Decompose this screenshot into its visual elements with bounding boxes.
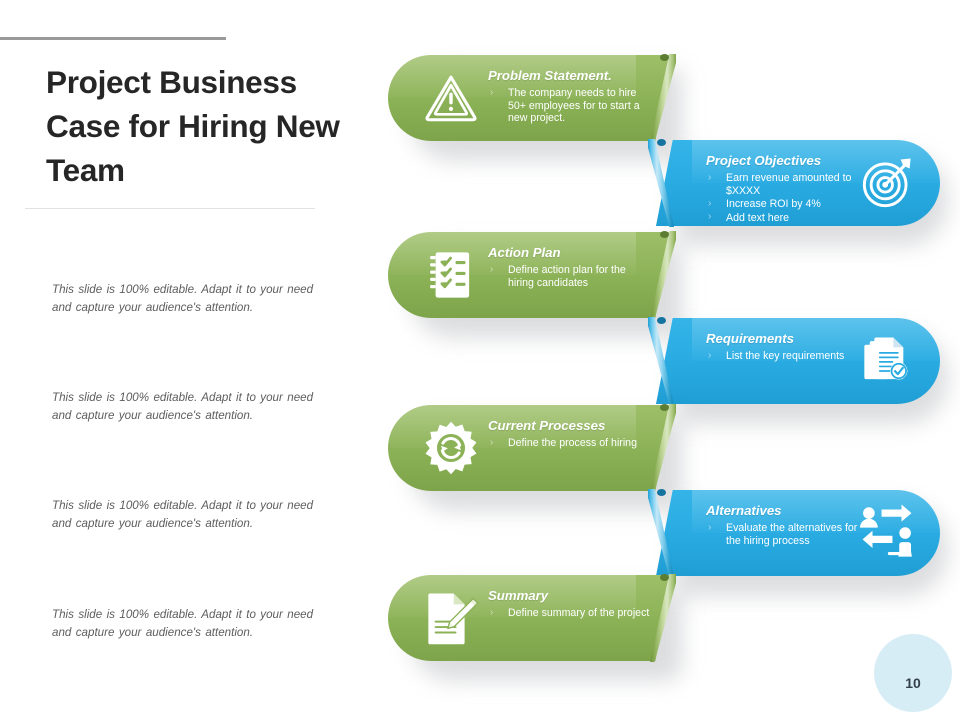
banner-fold-opening [660,231,669,238]
chevron-right-icon: › [708,521,712,533]
chevron-right-icon: › [490,86,494,98]
banner-bullet-list: › Earn revenue amounted to $XXXX › Increase… [706,172,868,224]
banner-project-objectives[interactable]: Project Objectives › Earn revenue amounted… [12,139,948,246]
chevron-right-icon: › [708,211,712,223]
banner-plate [388,232,636,318]
chevron-right-icon: › [708,349,712,361]
chevron-right-icon: › [490,263,494,275]
banner-bullet-text: Earn revenue amounted to $XXXX [726,172,852,197]
banner-bullet-item: › List the key requirements [706,350,868,363]
editable-note-1: This slide is 100% editable. Adapt it to… [52,283,314,314]
banner-bullet-text: Define action plan for the hiring candid… [508,264,626,289]
banner-heading: Project Objectives [706,153,822,168]
banner-bullet-item: › Define action plan for the hiring candi… [488,264,650,289]
checklist-clipboard-icon [422,246,480,304]
banner-bullet-item: › Define summary of the project [488,607,650,620]
banner-bullet-text: Evaluate the alternatives for the hiring… [726,522,858,547]
banner-bullet-text: Define summary of the project [508,607,650,619]
banner-fold-opening [657,489,666,496]
banner-bullet-list: › Define action plan for the hiring candi… [488,264,650,289]
banner-fold-opening [660,54,669,61]
title-divider-rule [25,208,315,209]
chevron-right-icon: › [708,197,712,209]
banner-bullet-list: › List the key requirements [706,350,868,363]
banner-fold-opening [660,404,669,411]
banner-fold-opening [657,139,666,146]
banner-bullet-item: › The company needs to hire 50+ employees… [488,87,650,125]
documents-check-icon [858,332,916,390]
top-divider-rule [0,37,226,40]
banner-heading: Summary [488,588,549,603]
banner-bullet-text: List the key requirements [726,350,845,362]
editable-note-3: This slide is 100% editable. Adapt it to… [52,499,314,530]
editable-note-4: This slide is 100% editable. Adapt it to… [52,608,314,639]
banner-text-block: Requirements › List the key requirements [706,331,868,364]
banner-heading: Problem Statement. [488,68,612,83]
banner-bullet-list: › Define the process of hiring [488,437,650,450]
page-title: Project Business Case for Hiring New Tea… [46,64,340,188]
chevron-right-icon: › [490,606,494,618]
banner-text-block: Action Plan › Define action plan for the h… [488,245,650,290]
banner-bullet-item: › Increase ROI by 4% [706,198,868,211]
banner-heading: Requirements [706,331,794,346]
banner-plate [388,405,636,491]
left-text-panel: Project Business Case for Hiring New Tea… [0,0,370,720]
banner-text-block: Problem Statement. › The company needs to … [488,68,650,126]
banner-text-block: Current Processes › Define the process of … [488,418,650,451]
banner-text-block: Alternatives › Evaluate the alternatives f… [706,503,868,548]
banner-plate [692,490,940,576]
banner-bullet-list: › Evaluate the alternatives for the hirin… [706,522,868,547]
page-number-label: 10 [905,675,921,691]
banner-summary[interactable]: Summary › Define summary of the project [388,574,948,681]
banner-bullet-item: › Earn revenue amounted to $XXXX [706,172,868,197]
banner-bullet-item: › Add text here [706,211,868,225]
banner-fold-opening [660,574,669,581]
banner-bullet-list: › The company needs to hire 50+ employees… [488,87,650,125]
warning-triangle-icon [422,69,480,127]
banner-plate [388,55,636,141]
editable-note-2: This slide is 100% editable. Adapt it to… [52,391,314,422]
document-pencil-icon [422,589,480,647]
banner-bullet-item: › Define the process of hiring [488,437,650,450]
banner-bullet-text: The company needs to hire 50+ employees … [508,87,640,125]
gear-refresh-icon [422,419,480,477]
banner-heading: Action Plan [488,245,561,260]
banner-fold-opening [657,317,666,324]
banner-bullet-list: › Define summary of the project [488,607,650,620]
chevron-right-icon: › [708,171,712,183]
banner-heading: Current Processes [488,418,606,433]
banner-heading: Alternatives [706,503,782,518]
banner-text-block: Project Objectives › Earn revenue amounted… [706,153,868,225]
people-swap-icon [858,504,916,562]
target-dart-icon [858,154,916,212]
page-number-badge: 10 [874,634,952,712]
banner-text-block: Summary › Define summary of the project [488,588,650,621]
banner-bullet-item: › Evaluate the alternatives for the hirin… [706,522,868,547]
chevron-right-icon: › [490,436,494,448]
banner-bullet-text: Increase ROI by 4% [726,198,821,211]
banner-bullet-text: Define the process of hiring [508,437,637,449]
banner-bullet-text: Add text here [726,211,790,224]
